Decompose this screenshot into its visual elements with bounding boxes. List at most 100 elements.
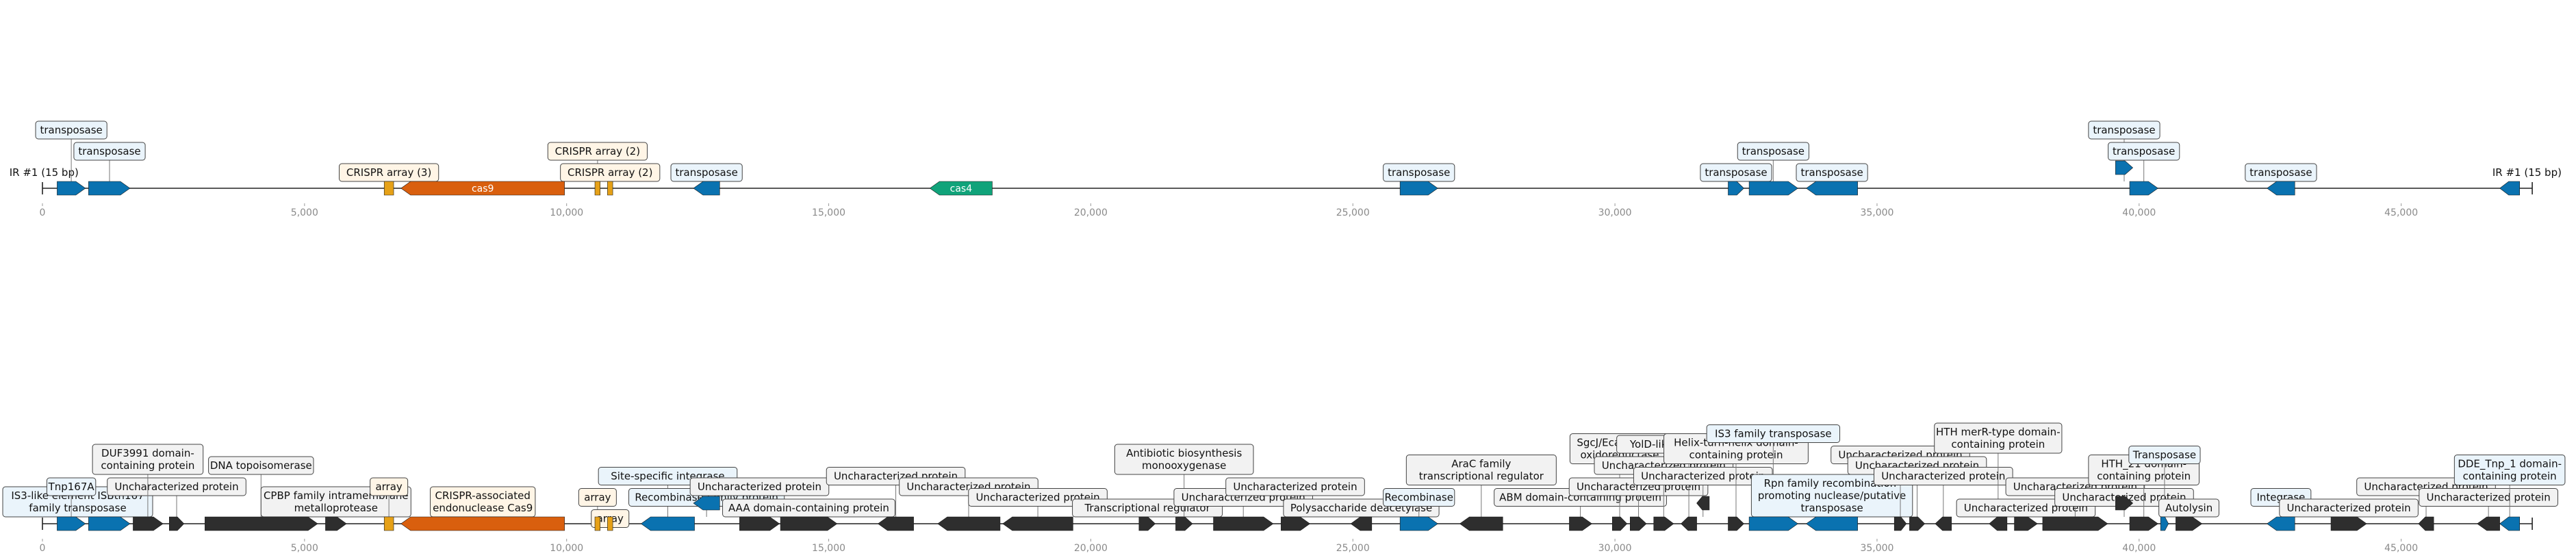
label-text: DNA topoisomerase xyxy=(210,459,312,472)
axis-tick-label: 35,000 xyxy=(1860,207,1893,218)
label-text: containing protein xyxy=(2097,470,2191,483)
label-text: transposase xyxy=(1742,145,1805,157)
gene-feature-transposase xyxy=(2160,516,2169,531)
label-text: Uncharacterized protein xyxy=(1233,481,1357,493)
axis-tick-label: 10,000 xyxy=(550,207,583,218)
label-text: Rpn family recombination- xyxy=(1764,477,1900,489)
label-box xyxy=(1706,424,1841,443)
gene-feature-other xyxy=(1569,516,1592,531)
label-text: AraC family xyxy=(1451,458,1511,470)
gene-feature-other xyxy=(1213,516,1274,531)
feature-label: Uncharacterized protein xyxy=(2419,488,2558,517)
gene-feature-transposase xyxy=(2267,181,2295,196)
label-text: DDE_Tnp_1 domain- xyxy=(2458,458,2562,471)
axis-tick-label: 15,000 xyxy=(812,207,845,218)
label-box xyxy=(547,142,648,161)
feature-label: transposase xyxy=(1700,163,1772,182)
label-text: transposase xyxy=(1388,166,1450,179)
feature-label: transposase xyxy=(1383,163,1455,182)
gene-feature-transposase xyxy=(1399,181,1438,196)
label-text: array xyxy=(584,492,611,504)
gene-feature-transposase xyxy=(2115,160,2134,175)
label-box xyxy=(2419,488,2558,507)
feature-label: DUF3991 domain-containing protein xyxy=(92,444,204,517)
feature-label: DDE_Tnp_1 domain-containing protein xyxy=(2453,455,2566,517)
feature-label: transposase xyxy=(2245,163,2317,182)
label-text: Tnp167A xyxy=(48,481,95,493)
label-text: family transposase xyxy=(29,502,126,514)
feature-label: array xyxy=(578,488,617,517)
gene-feature-other xyxy=(1350,516,1373,531)
feature-label: IR #1 (15 bp) xyxy=(2492,166,2562,179)
gene-feature-other xyxy=(1630,516,1647,531)
gene-feature-transposase xyxy=(2267,516,2295,531)
gene-feature-crispr-array xyxy=(594,516,601,531)
label-box xyxy=(2108,142,2180,161)
gene-feature-crispr-array xyxy=(383,516,394,531)
label-text: transposase xyxy=(2093,124,2155,136)
gene-feature-transposase xyxy=(57,181,86,196)
label-text: HTH merR-type domain- xyxy=(1936,426,2061,438)
gene-feature-other xyxy=(1909,516,1926,531)
label-text: CRISPR array (3) xyxy=(346,166,431,179)
gene-feature-cas4 xyxy=(929,181,993,196)
axis-tick-label: 45,000 xyxy=(2384,543,2418,554)
gene-feature-transposase xyxy=(1399,516,1438,531)
label-text: promoting nuclease/putative xyxy=(1758,489,1906,502)
gene-feature-other xyxy=(878,516,914,531)
gene-feature-other xyxy=(2176,516,2203,531)
feature-label: DNA topoisomerase xyxy=(208,456,314,517)
gene-feature-transposase xyxy=(2129,181,2158,196)
feature-label: IR #1 (15 bp) xyxy=(10,166,79,179)
gene-feature-other xyxy=(1175,516,1193,531)
label-text: Uncharacterized protein xyxy=(698,481,821,493)
gene-feature-other xyxy=(1281,516,1310,531)
label-text: containing protein xyxy=(1951,438,2045,450)
axis-tick-label: 15,000 xyxy=(812,543,845,554)
gene-feature-other xyxy=(2330,516,2367,531)
gene-feature-transposase xyxy=(1806,516,1858,531)
gene-feature-transposase xyxy=(2499,181,2520,196)
label-text: array xyxy=(375,481,402,493)
feature-label: CRISPR array (3) xyxy=(339,163,439,182)
gene-feature-crispr-array xyxy=(607,181,613,196)
feature-label: transposase xyxy=(35,120,107,181)
gene-feature-other xyxy=(1893,516,1907,531)
label-text: transposase xyxy=(78,145,140,157)
label-text: CRISPR array (2) xyxy=(555,145,640,157)
gene-feature-transposase xyxy=(88,181,131,196)
gene-feature-other xyxy=(1935,516,1952,531)
feature-label: Uncharacterized protein xyxy=(107,477,246,517)
label-text: IR #1 (15 bp) xyxy=(10,166,79,179)
label-box xyxy=(2453,455,2566,485)
label-text: Recombinase xyxy=(1385,492,1453,504)
gene-feature-transposase xyxy=(1748,516,1798,531)
label-box xyxy=(46,477,97,496)
label-text: IR #1 (15 bp) xyxy=(2492,166,2562,179)
label-text: Uncharacterized protein xyxy=(2286,502,2410,514)
label-text: containing protein xyxy=(1689,449,1783,461)
label-box xyxy=(2128,446,2201,464)
gene-feature-other xyxy=(937,516,1001,531)
gene-feature-transposase xyxy=(2499,516,2520,531)
label-text: endonuclease Cas9 xyxy=(433,502,533,514)
feature-label: AAA domain-containing protein xyxy=(722,498,895,518)
label-box xyxy=(2088,120,2160,140)
feature-label: Uncharacterized protein xyxy=(1633,467,1773,517)
gene-feature-other xyxy=(739,516,780,531)
gene-feature-other xyxy=(205,516,318,531)
gene-feature-transposase xyxy=(88,516,131,531)
feature-label: Rpn family recombination-promoting nucle… xyxy=(1750,474,1913,518)
feature-label: Uncharacterized protein xyxy=(2279,498,2419,518)
gene-feature-transposase xyxy=(1748,181,1798,196)
label-text: containing protein xyxy=(2463,470,2557,483)
label-box xyxy=(35,120,107,140)
label-text: transposase xyxy=(1705,166,1767,179)
gene-feature-other xyxy=(2129,516,2158,531)
axis-tick-label: 25,000 xyxy=(1336,207,1370,218)
label-text: Antibiotic biosynthesis xyxy=(1126,447,1242,459)
